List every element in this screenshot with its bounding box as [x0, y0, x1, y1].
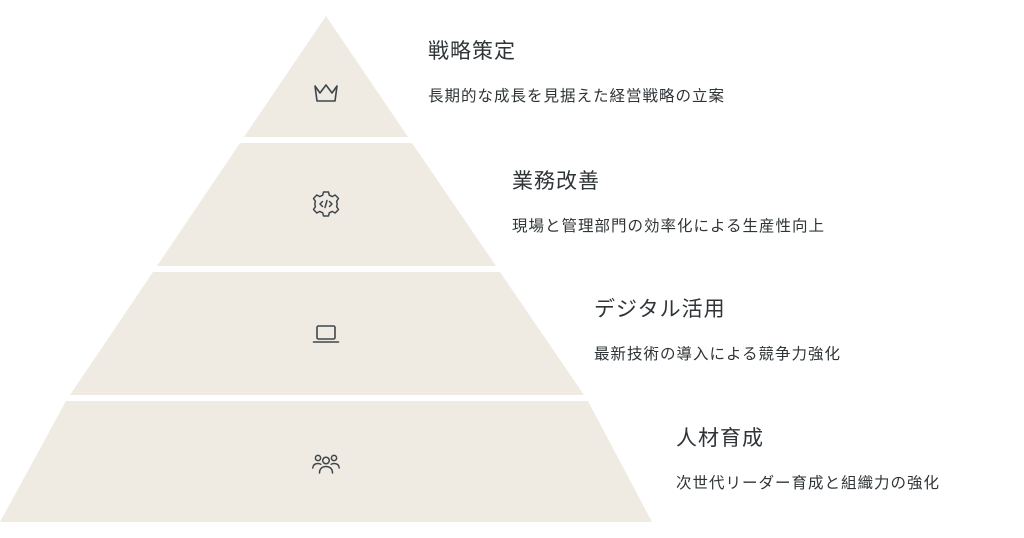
level-title: 業務改善: [512, 169, 600, 193]
level-1-text: 戦略策定 長期的な成長を見据えた経営戦略の立案: [428, 38, 725, 106]
pyramid-layer-3: [70, 272, 584, 395]
gear-code-icon: [309, 187, 343, 221]
level-title: デジタル活用: [594, 297, 726, 321]
level-description: 長期的な成長を見据えた経営戦略の立案: [428, 87, 726, 105]
level-3-text: デジタル活用 最新技術の導入による競争力強化: [594, 296, 841, 364]
level-2-text: 業務改善 現場と管理部門の効率化による生産性向上: [512, 168, 825, 236]
level-4-text: 人材育成 次世代リーダー育成と組織力の強化: [676, 425, 940, 493]
level-description: 現場と管理部門の効率化による生産性向上: [512, 217, 826, 235]
level-description: 最新技術の導入による競争力強化: [594, 345, 842, 363]
crown-icon: [309, 76, 343, 110]
pyramid-layer-4: [0, 401, 652, 522]
level-title: 戦略策定: [428, 39, 516, 63]
laptop-icon: [309, 317, 343, 351]
pyramid-layer-1: [244, 16, 408, 137]
people-icon: [309, 447, 343, 481]
level-description: 次世代リーダー育成と組織力の強化: [676, 474, 941, 492]
level-title: 人材育成: [676, 426, 764, 450]
